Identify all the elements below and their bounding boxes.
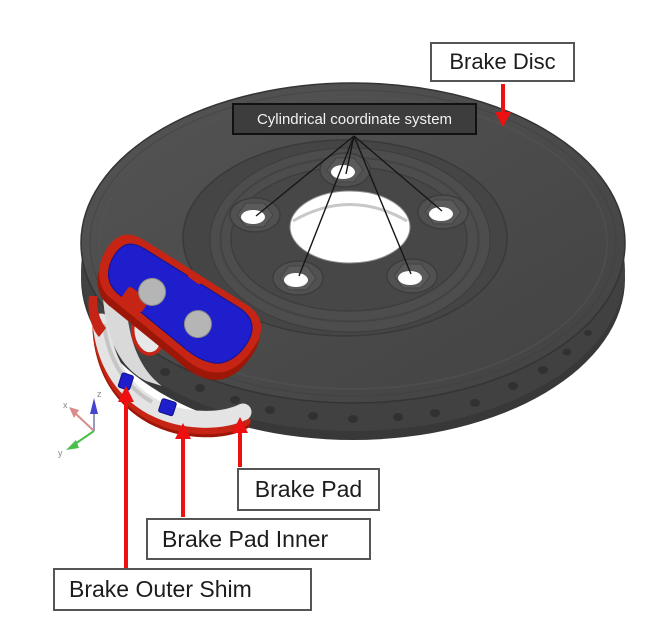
brake-outer-shim-label: Brake Outer Shim [53,568,312,611]
brake-disc-label-text: Brake Disc [449,49,556,74]
brake-pad-inner-label: Brake Pad Inner [146,518,371,560]
annotation-arrows [118,84,511,568]
cylindrical-coordinate-system-label-text: Cylindrical coordinate system [256,110,453,128]
bolt-hole [386,258,438,294]
brake-disc-arrow [495,84,511,127]
brake-disc-label: Brake Disc [430,42,575,82]
bolt-hole [417,194,469,230]
axis-z-label: z [97,389,102,399]
axis-triad: x y z [58,389,102,458]
brake-pad-inner-arrow [175,423,191,517]
axis-x-label: x [63,400,68,410]
brake-pad-label: Brake Pad [237,468,380,511]
brake-outer-shim-label-text: Brake Outer Shim [69,576,252,602]
brake-pad-arrow [232,417,248,467]
brake-pad-label-text: Brake Pad [254,476,363,502]
cylindrical-coordinate-system-label: Cylindrical coordinate system [232,103,477,135]
brake-outer-pad-top [97,234,262,380]
bolt-hole [272,260,324,296]
coordinate-fan-lines [255,135,443,277]
axis-y-label: y [58,448,63,458]
brake-pad-assembly-render [88,234,262,438]
brake-pad-inner-label-text: Brake Pad Inner [162,525,329,552]
brake-outer-shim-arrow [118,386,134,568]
vent-dimples [160,330,592,423]
